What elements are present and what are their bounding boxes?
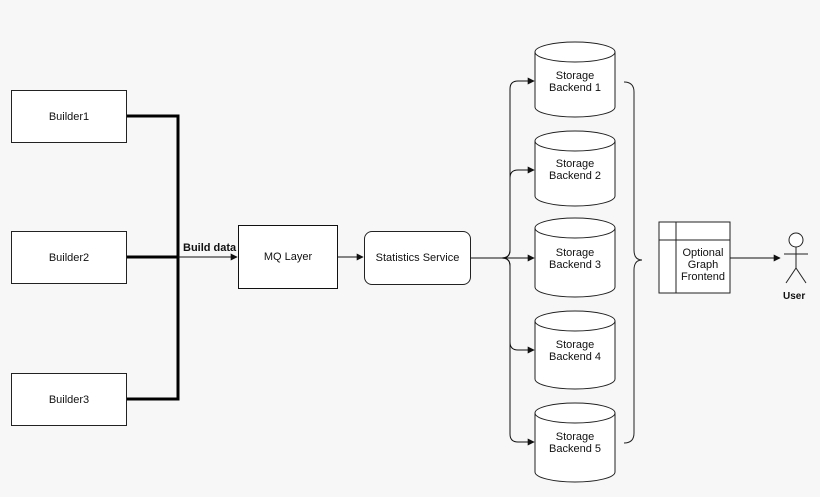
storage-backend-5-line2: Backend 5 <box>549 443 601 455</box>
storage-backend-2 <box>534 130 616 207</box>
builder1-label: Builder1 <box>48 110 90 123</box>
storage-backend-4-line1: Storage <box>555 339 595 351</box>
storage-backend-3-line2: Backend 3 <box>549 259 601 271</box>
storage-backend-4-label: Storage Backend 4 <box>535 339 615 363</box>
storage-backend-4 <box>534 310 616 390</box>
storage-backend-3-line1: Storage <box>555 247 595 259</box>
builder2-box: Builder2 <box>11 231 127 284</box>
builder3-box: Builder3 <box>11 373 127 426</box>
storage-backend-3-label: Storage Backend 3 <box>535 247 615 271</box>
builder3-connector <box>127 257 180 401</box>
mq-layer-label: MQ Layer <box>263 251 313 263</box>
builder3-label: Builder3 <box>48 393 90 406</box>
mq-layer-box: MQ Layer <box>238 225 338 289</box>
user-actor-icon <box>784 232 808 284</box>
storage-backend-1 <box>534 41 616 118</box>
fanout-backend-4 <box>501 257 535 354</box>
statistics-service-box: Statistics Service <box>364 231 471 285</box>
graph-frontend-line3: Frontend <box>680 271 726 283</box>
builder2-label: Builder2 <box>48 251 90 264</box>
storage-backend-1-line1: Storage <box>555 70 595 82</box>
storage-backend-2-line2: Backend 2 <box>549 170 601 182</box>
storage-backend-3 <box>534 217 616 298</box>
builder1-box: Builder1 <box>11 90 127 143</box>
storage-backend-1-line2: Backend 1 <box>549 82 601 94</box>
storage-backend-5-label: Storage Backend 5 <box>535 431 615 455</box>
storage-backend-5-line1: Storage <box>555 431 595 443</box>
storage-backend-2-label: Storage Backend 2 <box>535 158 615 182</box>
storage-backend-2-line1: Storage <box>555 158 595 170</box>
backends-brace <box>623 81 643 444</box>
storage-backend-5 <box>534 402 616 483</box>
storage-backend-1-label: Storage Backend 1 <box>535 70 615 94</box>
build-data-label: Build data <box>183 242 237 254</box>
fanout-backend-2 <box>501 166 535 259</box>
fanout-backend-5 <box>501 257 535 446</box>
graph-frontend-line1: Optional <box>682 247 724 259</box>
graph-frontend-shape <box>658 221 731 294</box>
graph-frontend-line2: Graph <box>687 259 719 271</box>
statistics-service-label: Statistics Service <box>375 252 460 264</box>
user-label: User <box>783 291 806 302</box>
builder1-connector <box>127 114 180 257</box>
graph-frontend-label: Optional Graph Frontend <box>676 247 730 283</box>
storage-backend-4-line2: Backend 4 <box>549 351 601 363</box>
